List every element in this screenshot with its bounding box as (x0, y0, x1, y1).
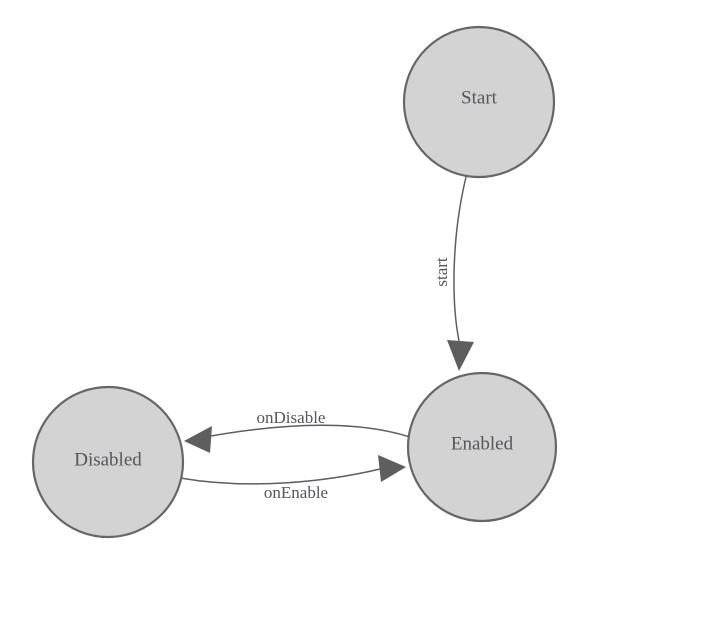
node-enabled[interactable]: Enabled (406, 371, 558, 523)
edge-enabled-to-disabled-path (199, 424, 411, 439)
edge-enabled-to-disabled-arrowhead (184, 426, 212, 453)
node-disabled-label: Disabled (74, 449, 142, 470)
node-enabled-shape (406, 371, 558, 523)
edge-start-to-enabled-path (453, 176, 467, 342)
edge-disabled-to-enabled[interactable]: onEnable (179, 455, 406, 502)
edge-enabled-to-disabled[interactable]: onDisable (184, 408, 411, 453)
node-disabled[interactable]: Disabled (31, 385, 185, 539)
node-enabled-label: Enabled (451, 433, 514, 454)
node-disabled-shape (31, 385, 185, 539)
edge-disabled-to-enabled-path (179, 468, 381, 485)
node-start[interactable]: Start (402, 25, 556, 179)
edge-disabled-to-enabled-arrowhead (378, 455, 406, 482)
node-start-label: Start (461, 87, 498, 108)
edge-start-to-enabled-arrowhead (447, 340, 474, 371)
edge-label-on-disable: onDisable (257, 408, 326, 427)
edge-label-on-enable: onEnable (264, 483, 328, 502)
edge-label-start: start (432, 257, 451, 287)
edge-start-to-enabled[interactable]: start (432, 176, 474, 371)
node-start-shape (402, 25, 556, 179)
